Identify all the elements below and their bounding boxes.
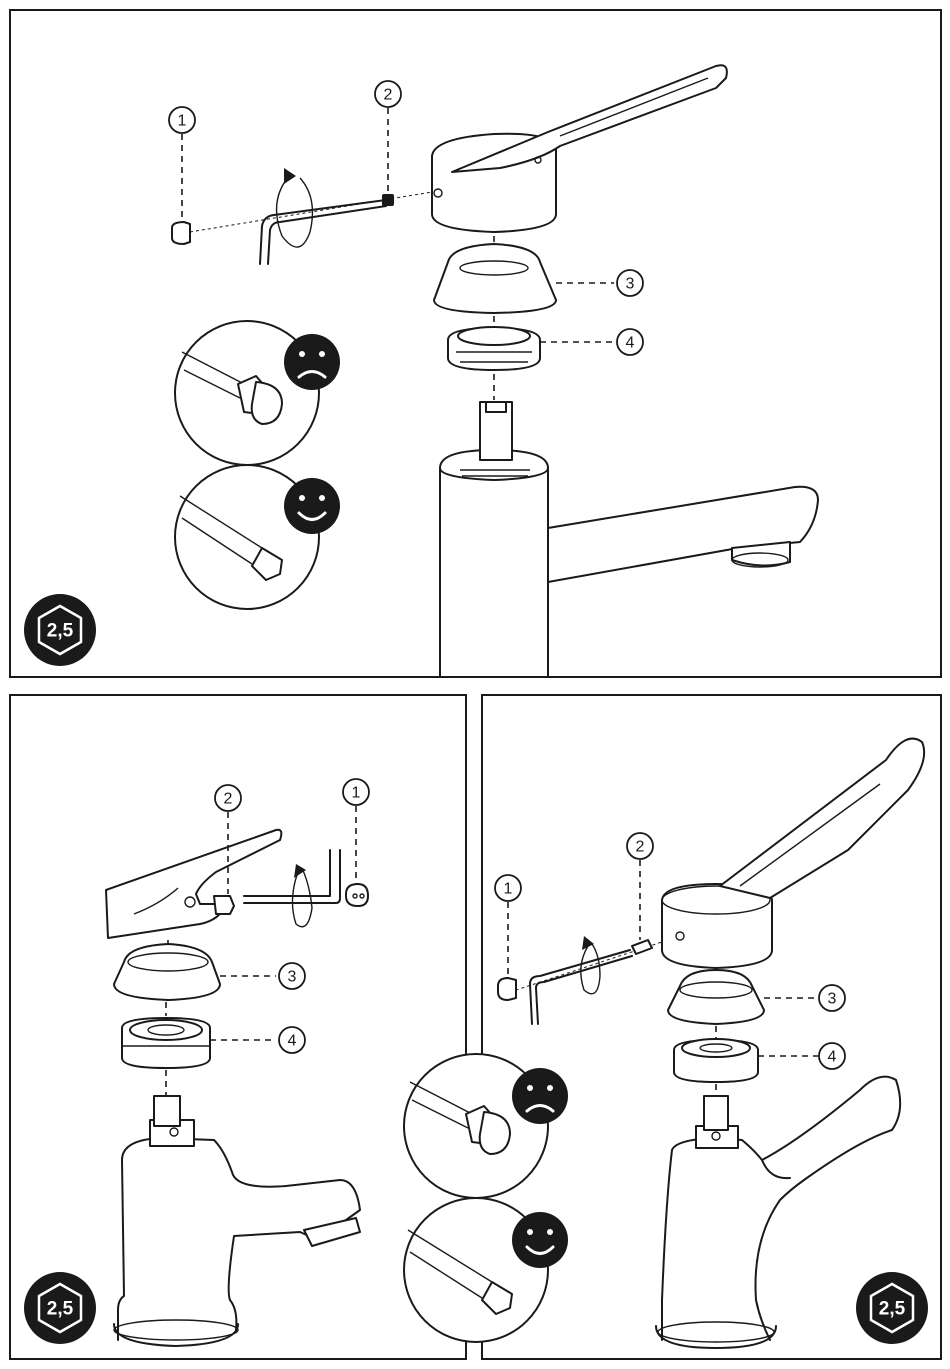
hex-key-size-badge: 2,5 [24,594,96,666]
smile-face-icon [512,1212,568,1268]
svg-text:1: 1 [504,881,513,898]
svg-text:2: 2 [224,791,233,808]
svg-text:2,5: 2,5 [879,1299,906,1320]
svg-text:2: 2 [384,87,393,104]
svg-text:2,5: 2,5 [47,621,74,642]
frown-face-icon [512,1068,568,1124]
callout-4-bottom-left: 4 [279,1027,305,1053]
callout-3-bottom-right: 3 [819,985,845,1011]
svg-text:4: 4 [828,1049,837,1066]
hex-key-size-badge: 2,5 [856,1272,928,1344]
svg-text:1: 1 [178,113,187,130]
svg-text:2,5: 2,5 [47,1299,74,1320]
callout-2-bottom-left: 2 [215,785,241,811]
callout-4-bottom-right: 4 [819,1043,845,1069]
callout-2-bottom-right: 2 [627,833,653,859]
svg-text:1: 1 [352,785,361,802]
frown-face-icon [284,334,340,390]
hex-key-size-badge: 2,5 [24,1272,96,1344]
svg-text:3: 3 [288,969,297,986]
callout-1-bottom-left: 1 [343,779,369,805]
smile-face-icon [284,478,340,534]
callout-1-bottom-right: 1 [495,875,521,901]
callout-3-bottom-left: 3 [279,963,305,989]
svg-text:3: 3 [626,276,635,293]
callout-2-top: 2 [375,81,401,107]
callout-4-top: 4 [617,329,643,355]
callout-3-top: 3 [617,270,643,296]
svg-text:4: 4 [626,335,635,352]
svg-text:4: 4 [288,1033,297,1050]
svg-text:3: 3 [828,991,837,1008]
svg-text:2: 2 [636,839,645,856]
callout-1-top: 1 [169,107,195,133]
